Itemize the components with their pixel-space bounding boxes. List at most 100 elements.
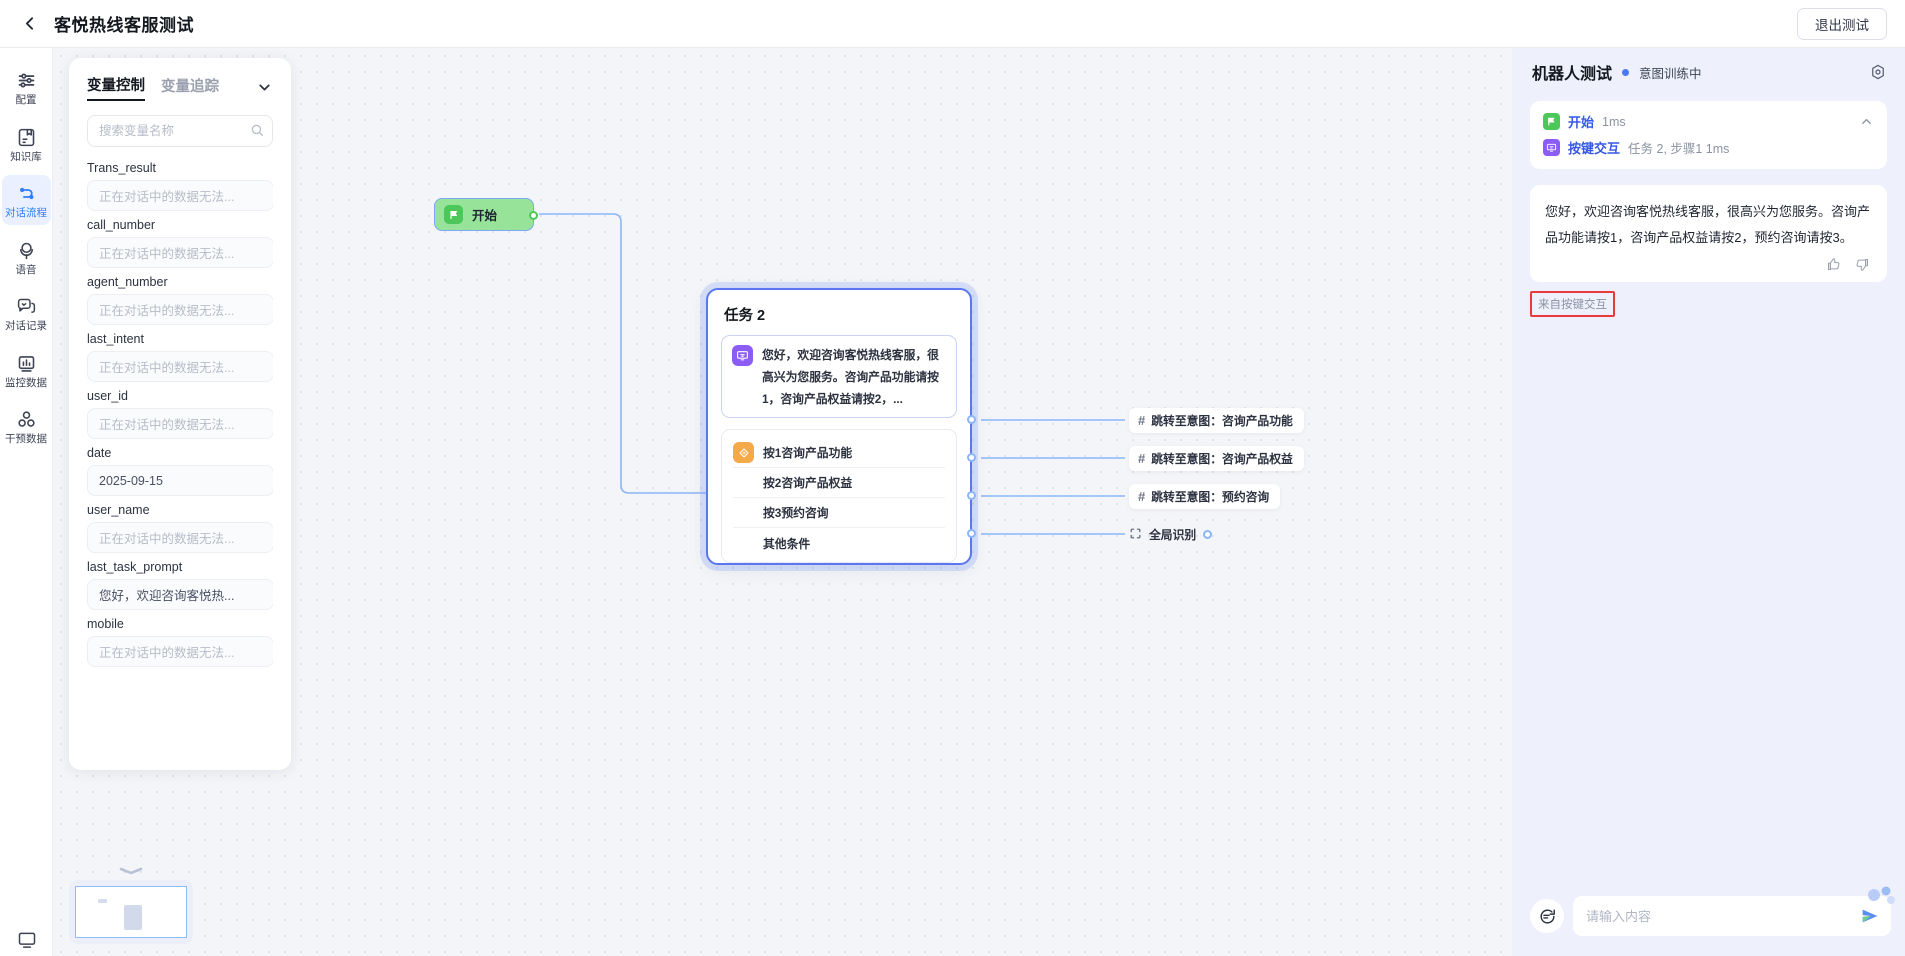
test-panel-header: 机器人测试 意图训练中 — [1512, 48, 1905, 96]
variable-row: call_number 正在对话中的数据无法... — [87, 218, 273, 268]
monitor-icon — [18, 932, 35, 948]
variable-value-field[interactable]: 正在对话中的数据无法... — [87, 294, 273, 325]
node-task-2[interactable]: 任务 2 您好，欢迎咨询客悦热线客服，很高兴为您服务。咨询产品功能请按1，咨询产… — [706, 288, 976, 565]
restart-chat-button[interactable] — [1530, 899, 1564, 933]
sidebar-item-dialogue-records[interactable]: 对话记录 — [2, 288, 51, 338]
thumbs-down-icon[interactable] — [1855, 257, 1870, 272]
variable-row: last_intent 正在对话中的数据无法... — [87, 332, 273, 382]
sidebar-item-config[interactable]: 配置 — [2, 62, 51, 112]
chat-scroll-area[interactable] — [1512, 317, 1905, 886]
global-recognition-port[interactable] — [1203, 530, 1213, 539]
exit-test-button[interactable]: 退出测试 — [1797, 8, 1887, 40]
variable-name: user_id — [87, 389, 128, 403]
search-input[interactable] — [87, 115, 273, 147]
flow-canvas[interactable]: 变量控制 变量追踪 Trans_result正在对话中的数据无法...call_… — [53, 48, 1512, 956]
branch-row[interactable]: 按1咨询产品功能 — [733, 438, 945, 468]
sidebar-item-label: 配置 — [15, 94, 37, 106]
microphone-icon — [19, 242, 33, 259]
variable-name: last_intent — [87, 332, 144, 346]
variable-value-field[interactable]: 正在对话中的数据无法... — [87, 522, 273, 553]
tab-variable-control[interactable]: 变量控制 — [87, 74, 145, 101]
left-nav-rail: 配置 知识库 对话流程 语音 对话记录 — [0, 48, 53, 956]
branch-row[interactable]: 按2咨询产品权益 — [733, 468, 945, 498]
variable-value-field[interactable]: 您好，欢迎咨询客悦热... — [87, 579, 273, 610]
chevron-up-icon — [1862, 119, 1871, 124]
jump-chip-label: 跳转至意图：咨询产品功能 — [1151, 414, 1293, 428]
bot-message-bubble: 您好，欢迎咨询客悦热线客服，很高兴为您服务。咨询产品功能请按1，咨询产品权益请按… — [1530, 185, 1887, 282]
variable-name: Trans_result — [87, 161, 157, 175]
branch-port-1[interactable] — [967, 415, 976, 424]
sidebar-item-dialogue-flow[interactable]: 对话流程 — [1, 175, 51, 225]
sidebar-item-voice[interactable]: 语音 — [2, 232, 51, 282]
tab-variable-trace[interactable]: 变量追踪 — [161, 79, 219, 95]
trace-collapse-button[interactable] — [1859, 114, 1874, 129]
minimap-collapse-handle[interactable] — [69, 866, 193, 880]
chat-message-container: 您好，欢迎咨询客悦热线客服，很高兴为您服务。咨询产品功能请按1，咨询产品权益请按… — [1530, 185, 1887, 317]
variable-row: agent_number 正在对话中的数据无法... — [87, 275, 273, 325]
node-task-branches: 按1咨询产品功能按2咨询产品权益按3预约咨询其他条件 — [721, 429, 957, 563]
branch-label: 其他条件 — [763, 536, 811, 551]
variable-value-field[interactable]: 正在对话中的数据无法... — [87, 408, 273, 439]
variable-row: user_id 正在对话中的数据无法... — [87, 389, 273, 439]
minimap-container — [69, 866, 193, 944]
variable-value-field[interactable]: 正在对话中的数据无法... — [87, 351, 273, 382]
variable-name: call_number — [87, 218, 156, 232]
book-icon — [18, 128, 34, 146]
variable-value-field[interactable]: 正在对话中的数据无法... — [87, 636, 273, 667]
node-task-message[interactable]: 您好，欢迎咨询客悦热线客服，很高兴为您服务。咨询产品功能请按1，咨询产品权益请按… — [721, 335, 957, 418]
branch-port-3[interactable] — [967, 491, 976, 500]
variable-value-field[interactable]: 正在对话中的数据无法... — [87, 180, 273, 211]
branch-port-4[interactable] — [967, 529, 976, 538]
branch-port-2[interactable] — [967, 453, 976, 462]
variable-list[interactable]: Trans_result 正在对话中的数据无法... call_number 正在对话… — [87, 161, 273, 770]
scan-icon — [1129, 527, 1142, 543]
chat-input-box[interactable] — [1573, 896, 1891, 936]
thumbs-up-icon[interactable] — [1826, 257, 1841, 272]
jump-chip-label: 跳转至意图：咨询产品权益 — [1151, 452, 1293, 466]
variable-panel-collapse-button[interactable] — [256, 79, 273, 96]
branch-row[interactable]: 按3预约咨询 — [733, 498, 945, 528]
jump-chip-1[interactable]: # 跳转至意图：咨询产品功能 — [1129, 408, 1304, 433]
edge-start-to-task — [539, 213, 706, 494]
restart-chat-icon — [1539, 908, 1555, 924]
settings-icon — [1872, 64, 1884, 80]
global-recognition-chip[interactable]: 全局识别 — [1129, 522, 1213, 547]
chevron-left-icon — [25, 17, 33, 30]
trace-row-keypress[interactable]: 按键交互 任务 2, 步骤1 1ms — [1543, 138, 1874, 157]
bot-message-text: 您好，欢迎咨询客悦热线客服，很高兴为您服务。咨询产品功能请按1，咨询产品权益请按… — [1545, 204, 1871, 245]
send-button[interactable] — [1859, 905, 1881, 927]
sidebar-item-intervention[interactable]: 干预数据 — [2, 401, 51, 451]
jump-chip-3[interactable]: # 跳转至意图：预约咨询 — [1129, 484, 1281, 509]
sidebar-item-knowledge[interactable]: 知识库 — [2, 119, 51, 169]
variable-panel: 变量控制 变量追踪 Trans_result正在对话中的数据无法...call_… — [69, 58, 291, 770]
minimap-node-task — [124, 905, 143, 930]
settings-button[interactable] — [1869, 63, 1887, 81]
trace-row-start[interactable]: 开始 1ms — [1543, 112, 1874, 131]
flow-icon — [19, 187, 33, 200]
node-start-label: 开始 — [472, 209, 498, 223]
message-source-tag: 来自按键交互 — [1530, 291, 1615, 317]
trace-card[interactable]: 开始 1ms 按键交互 任务 2, 步骤1 1ms — [1530, 101, 1887, 169]
sidebar-item-monitoring[interactable]: 监控数据 — [2, 345, 51, 395]
rail-bottom-action[interactable] — [0, 930, 53, 950]
chat-input[interactable] — [1586, 908, 1859, 924]
variable-name: mobile — [87, 617, 124, 631]
variable-value-field[interactable]: 正在对话中的数据无法... — [87, 237, 273, 268]
variable-value-field[interactable]: 2025-09-15 — [87, 465, 273, 496]
key-press-icon — [1543, 139, 1560, 156]
variable-name: agent_number — [87, 275, 168, 289]
jump-chip-2[interactable]: # 跳转至意图：咨询产品权益 — [1129, 446, 1304, 471]
node-start-output-port[interactable] — [529, 211, 538, 220]
variable-name: last_task_prompt — [87, 560, 183, 574]
minimap[interactable] — [69, 880, 193, 944]
minimap-viewport[interactable] — [75, 886, 187, 938]
branch-row[interactable]: 其他条件 — [733, 528, 945, 558]
send-icon — [1862, 909, 1878, 923]
variable-row: mobile 正在对话中的数据无法... — [87, 617, 273, 667]
node-start[interactable]: 开始 — [434, 198, 538, 231]
variable-tabs: 变量控制 变量追踪 — [87, 74, 273, 101]
branch-icon — [733, 442, 754, 463]
back-button[interactable] — [12, 7, 46, 41]
hash-icon: # — [1138, 413, 1146, 428]
